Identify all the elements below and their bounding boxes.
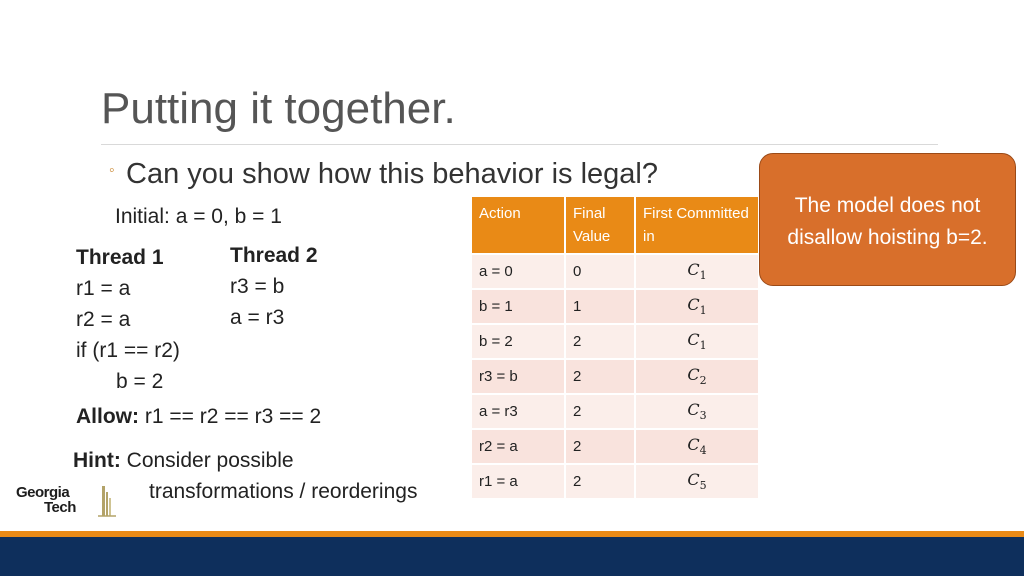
allow-label: Allow: [76,405,139,428]
cell-value: 2 [565,359,636,395]
footer-accent-bar [0,531,1024,537]
table-header-row: Action Final Value First Committed in [472,197,760,255]
cell-value: 2 [565,394,636,430]
cell-commit: C3 [635,394,760,430]
bullet-question: ◦ Can you show how this behavior is legal… [109,158,658,191]
commit-sub: 2 [699,374,707,388]
slide-title: Putting it together. [101,84,456,133]
thread2-code: Thread 2 r3 = b a = r3 [230,240,318,333]
table-row: r1 = a 2 C5 [472,464,760,500]
hint-statement: Hint: Consider possible transformations … [73,445,417,507]
hint-line1: Consider possible [120,449,294,472]
title-divider [101,144,938,145]
thread2-line: a = r3 [230,306,285,329]
commit-sub: 3 [699,409,707,423]
thread1-line: r1 = a [76,277,131,300]
commit-table: Action Final Value First Committed in a … [472,197,760,500]
table-row: r2 = a 2 C4 [472,429,760,465]
thread2-header: Thread 2 [230,244,318,267]
column-header-action: Action [472,197,566,255]
thread1-line: r2 = a [76,308,131,331]
commit-base: C [687,470,700,490]
cell-action: r3 = b [472,359,566,395]
commit-sub: 1 [699,339,707,353]
cell-action: b = 2 [472,324,566,360]
cell-commit: C1 [635,254,760,290]
callout-note: The model does not disallow hoisting b=2… [759,153,1016,286]
commit-sub: 5 [699,479,707,493]
commit-sub: 1 [699,269,707,283]
cell-value: 0 [565,254,636,290]
cell-commit: C5 [635,464,760,500]
hint-label: Hint: [73,449,121,472]
cell-commit: C1 [635,324,760,360]
cell-commit: C1 [635,289,760,325]
table-row: b = 2 2 C1 [472,324,760,360]
tech-tower-icon [98,486,116,517]
allow-statement: Allow: r1 == r2 == r3 == 2 [76,405,321,429]
thread1-line: b = 2 [116,370,164,393]
cell-action: b = 1 [472,289,566,325]
logo-word-georgia: Georgia [16,484,70,501]
cell-commit: C2 [635,359,760,395]
footer-bar [0,537,1024,576]
commit-base: C [687,295,700,315]
column-header-final-value: Final Value [565,197,636,255]
bullet-marker: ◦ [109,162,115,180]
commit-base: C [687,435,700,455]
commit-sub: 1 [699,304,707,318]
cell-action: a = 0 [472,254,566,290]
cell-commit: C4 [635,429,760,465]
column-header-first-committed: First Committed in [635,197,760,255]
thread1-line: if (r1 == r2) [76,339,180,362]
table-row: b = 1 1 C1 [472,289,760,325]
bullet-text: Can you show how this behavior is legal? [126,158,658,190]
cell-action: r2 = a [472,429,566,465]
commit-base: C [687,260,700,280]
commit-base: C [687,365,700,385]
cell-action: a = r3 [472,394,566,430]
table-row: a = 0 0 C1 [472,254,760,290]
logo-word-tech: Tech [44,499,76,516]
cell-value: 2 [565,429,636,465]
cell-value: 2 [565,464,636,500]
table-row: a = r3 2 C3 [472,394,760,430]
hint-line2: transformations / reorderings [149,480,418,503]
initial-state: Initial: a = 0, b = 1 [115,205,282,228]
table-row: r3 = b 2 C2 [472,359,760,395]
commit-sub: 4 [699,444,707,458]
cell-value: 1 [565,289,636,325]
cell-value: 2 [565,324,636,360]
allow-text: r1 == r2 == r3 == 2 [139,405,322,428]
thread1-code: Thread 1 r1 = a r2 = a if (r1 == r2) b =… [76,242,180,397]
commit-base: C [687,400,700,420]
thread1-header: Thread 1 [76,246,164,269]
commit-base: C [687,330,700,350]
thread2-line: r3 = b [230,275,285,298]
cell-action: r1 = a [472,464,566,500]
